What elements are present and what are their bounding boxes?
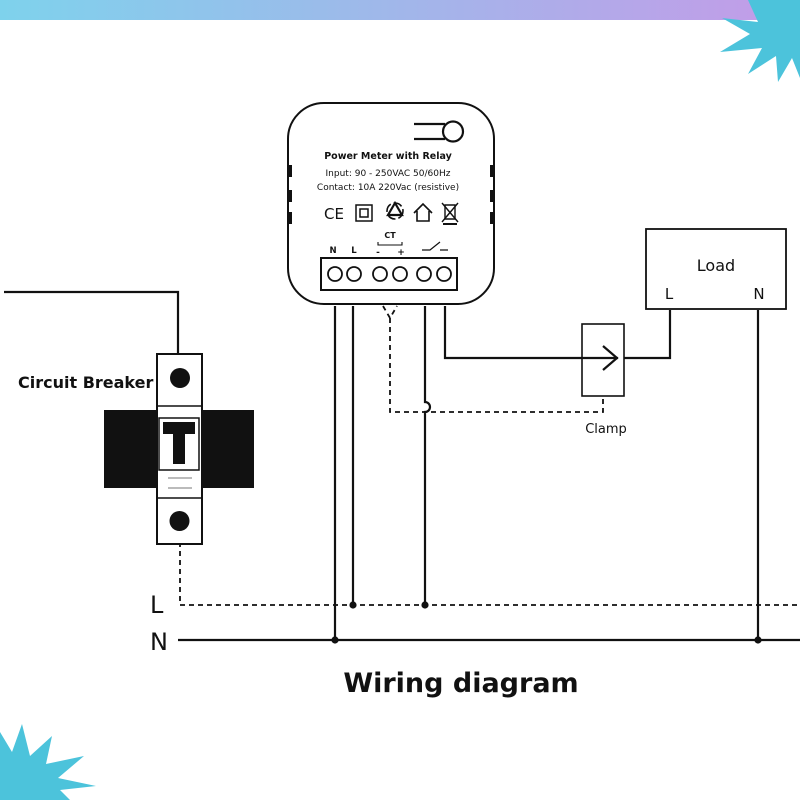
junction-dot — [421, 601, 429, 609]
relay-output-wire — [443, 306, 672, 360]
terminal-ct-label: CT — [384, 231, 396, 240]
live-bus-line — [179, 542, 800, 606]
terminal-screw-ct-plus — [392, 266, 408, 282]
ce-mark-icon: CE — [324, 205, 344, 223]
breaker-top-screw — [170, 368, 190, 388]
device-title: Power Meter with Relay — [324, 151, 452, 162]
load-n-label: N — [753, 285, 764, 303]
device-contact-spec: Contact: 10A 220Vac (resistive) — [317, 183, 459, 193]
terminal-screw-relay-out — [436, 266, 452, 282]
junction-dot — [331, 636, 339, 644]
splash-decoration-top-right — [720, 0, 800, 82]
neutral-line-label: N — [150, 628, 168, 656]
circuit-breaker — [104, 353, 254, 545]
terminal-block — [320, 257, 458, 291]
terminal-l-label: L — [351, 246, 357, 256]
breaker-toggle — [173, 434, 185, 464]
load-l-label: L — [665, 285, 674, 303]
weee-bin-icon — [441, 202, 459, 225]
terminal-screw-relay-in — [416, 266, 432, 282]
power-meter-device: Power Meter with Relay Input: 90 - 250VA… — [287, 102, 495, 305]
terminal-ct-minus-label: - — [376, 248, 380, 258]
ct-clamp — [581, 323, 625, 397]
clamp-arrow-icon — [582, 345, 619, 371]
terminal-screw-n — [327, 266, 343, 282]
clamp-body — [581, 323, 625, 397]
ct-clamp-lead — [389, 318, 604, 413]
frame-top-gradient — [0, 0, 800, 20]
supply-feed-wire — [4, 290, 180, 354]
antenna-icon — [414, 120, 465, 143]
device-body — [287, 102, 495, 305]
relay-switch-icon — [422, 241, 448, 251]
home-icon — [413, 202, 433, 222]
junction-dot — [349, 601, 357, 609]
terminal-screw-l — [346, 266, 362, 282]
breaker-bottom-screw — [169, 511, 190, 531]
load-title: Load — [697, 256, 735, 275]
breaker-label: Circuit Breaker — [18, 373, 153, 392]
splash-decoration-bottom-left — [0, 724, 96, 800]
double-insulation-icon — [355, 204, 373, 222]
terminal-n-label: N — [329, 246, 336, 256]
junction-dot — [754, 636, 762, 644]
clamp-label: Clamp — [585, 422, 627, 437]
device-input-spec: Input: 90 - 250VAC 50/60Hz — [326, 169, 451, 179]
terminal-screw-ct-minus — [372, 266, 388, 282]
terminal-ct-plus-label: + — [397, 248, 405, 258]
diagram-caption: Wiring diagram — [343, 668, 578, 699]
load-box — [645, 228, 787, 310]
live-line-label: L — [150, 591, 164, 619]
recycle-icon — [386, 200, 404, 220]
